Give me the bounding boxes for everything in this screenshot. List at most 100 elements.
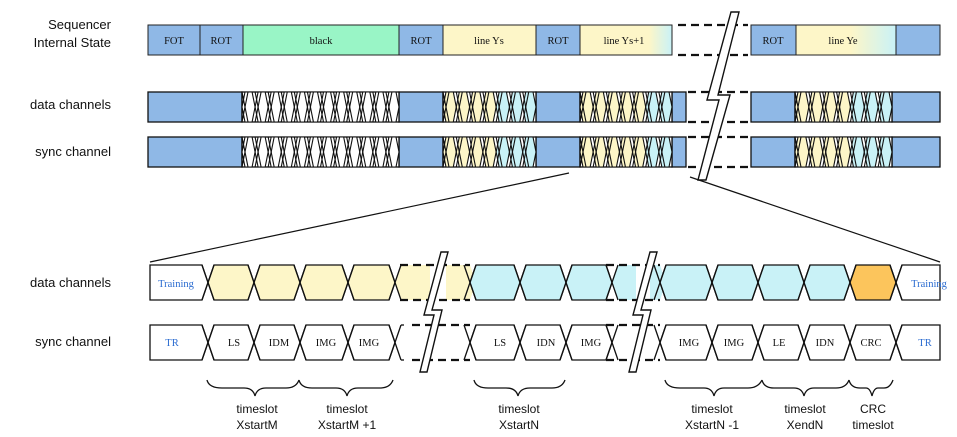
top-sync-bus-word xyxy=(808,136,824,168)
top-sync-bus-word xyxy=(618,136,634,168)
top-data-bus-word xyxy=(306,91,322,123)
top-data-bus-word xyxy=(508,91,524,123)
sync-tr-left: TR xyxy=(165,338,178,349)
top-sync-transition xyxy=(372,136,380,168)
bottom-channel-rows xyxy=(149,264,941,361)
bottom-sync-continuation xyxy=(395,325,430,360)
top-data-bus-word xyxy=(346,91,361,123)
top-sync-bus-word xyxy=(254,136,269,168)
top-data-bus-word xyxy=(267,91,282,123)
top-data-transition xyxy=(592,91,600,123)
top-sync-transition xyxy=(522,136,530,168)
timeslot-1-line1: timeslot xyxy=(326,402,368,416)
top-data-transition xyxy=(632,91,640,123)
top-data-gap-block xyxy=(535,91,581,123)
top-sync-bus-word xyxy=(442,136,457,168)
top-data-training-block xyxy=(147,91,243,123)
top-data-bus-word xyxy=(241,91,256,123)
state-fot xyxy=(147,24,201,56)
top-sync-transition xyxy=(822,136,830,168)
bottom-data-transition xyxy=(293,264,307,301)
sync-ls: LS xyxy=(494,338,506,349)
top-sync-tail-block xyxy=(891,136,941,168)
top-sync-transition xyxy=(254,136,262,168)
top-data-tail-block xyxy=(891,91,941,123)
top-sync-transition xyxy=(442,136,450,168)
bottom-sync-transition xyxy=(797,324,811,361)
sync-idn: IDN xyxy=(537,338,556,349)
bottom-data-word xyxy=(347,264,396,301)
top-sync-bus-word xyxy=(293,136,308,168)
sync-img: IMG xyxy=(724,338,745,349)
timeslot-1-line2: XstartM +1 xyxy=(318,418,377,432)
top-sync-transition xyxy=(645,136,653,168)
top-data-transition xyxy=(319,91,328,123)
bottom-data-word xyxy=(659,264,713,301)
top-sync-transition xyxy=(306,136,314,168)
state-tail xyxy=(895,24,941,56)
top-data-transition xyxy=(822,91,830,123)
top-sync-transition xyxy=(808,136,816,168)
top-data-bus-word xyxy=(794,91,810,123)
top-sync-transition xyxy=(794,136,802,168)
timeslot-2-line2: XstartN xyxy=(499,418,539,432)
bottom-data-transition xyxy=(513,264,527,301)
top-data-transition xyxy=(346,91,354,123)
top-sync-bus-word xyxy=(346,136,361,168)
bottom-data-transition xyxy=(341,264,355,301)
state-rot-label: ROT xyxy=(548,36,570,47)
top-sync-transition xyxy=(293,136,301,168)
top-sync-transition xyxy=(280,136,288,168)
state-rot xyxy=(199,24,244,56)
bottom-data-channels-label: data channels xyxy=(30,275,111,290)
sync-idm: IDM xyxy=(269,338,290,349)
top-data-transition xyxy=(442,91,450,123)
top-sync-transition xyxy=(455,136,463,168)
sync-crc: CRC xyxy=(860,338,881,349)
top-sync-bus-word xyxy=(836,136,851,168)
top-data-transition xyxy=(508,91,516,123)
top-data-transition xyxy=(455,91,463,123)
bottom-sync-transition xyxy=(463,324,477,361)
top-channel-rows xyxy=(147,91,941,168)
timeslot-4-line1: timeslot xyxy=(784,402,826,416)
top-sync-transition xyxy=(267,136,275,168)
top-sync-bus-word xyxy=(863,136,879,168)
state-line-ys xyxy=(442,24,537,56)
bottom-data-word xyxy=(711,264,759,301)
timeslot-3-line2: XstartN -1 xyxy=(685,418,739,432)
top-data-bus-word xyxy=(455,91,471,123)
bottom-sync-transition xyxy=(341,324,355,361)
top-data-transition xyxy=(808,91,816,123)
top-data-bus-word xyxy=(863,91,879,123)
bottom-data-transition xyxy=(559,264,573,301)
top-data-bus-word xyxy=(385,91,400,123)
top-data-bus-word xyxy=(482,91,497,123)
bottom-data-word xyxy=(565,264,613,301)
state-rot-label: ROT xyxy=(211,36,233,47)
top-data-channels-label: data channels xyxy=(30,97,111,112)
bottom-sync-transition xyxy=(293,324,307,361)
top-sync-transition xyxy=(836,136,844,168)
top-data-transition xyxy=(359,91,367,123)
top-data-transition xyxy=(863,91,871,123)
top-data-transition xyxy=(605,91,613,123)
top-data-transition xyxy=(482,91,490,123)
state-fot-label: FOT xyxy=(164,36,184,47)
top-data-transition xyxy=(579,91,587,123)
bottom-data-transition xyxy=(705,264,719,301)
top-data-transition xyxy=(495,91,503,123)
top-sync-bus-word xyxy=(267,136,282,168)
state-black-label: black xyxy=(310,36,333,47)
bottom-sync-transition xyxy=(705,324,719,361)
top-sync-transition xyxy=(241,136,249,168)
top-sync-bus-word xyxy=(495,136,510,168)
bottom-data-transition xyxy=(653,264,667,301)
sync-word-labels: TR LS IDM IMG IMG LS IDN IMG IMG IMG LE … xyxy=(165,338,931,349)
sync-img: IMG xyxy=(581,338,602,349)
top-data-transition xyxy=(658,91,666,123)
top-sync-transition xyxy=(508,136,516,168)
top-sync-bus-word xyxy=(280,136,295,168)
top-data-bus-word xyxy=(293,91,308,123)
